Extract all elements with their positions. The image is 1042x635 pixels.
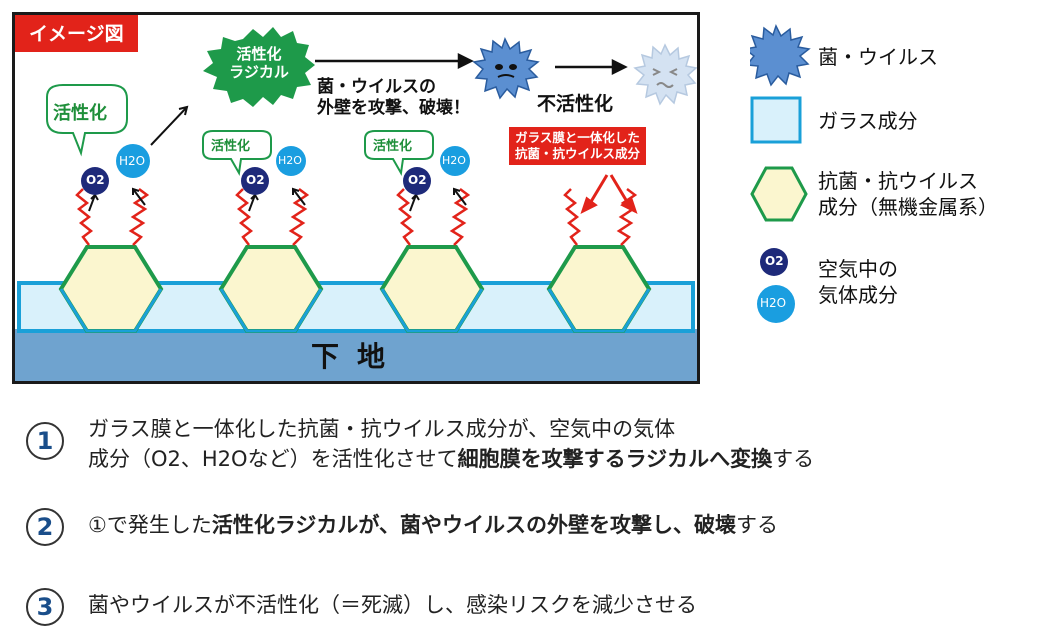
o2-icon [760,248,788,276]
component-callout: ガラス膜と一体化した 抗菌・抗ウイルス成分 [509,127,647,165]
activation-arrows [88,187,467,212]
radical-label: 活性化 ラジカル [229,45,289,81]
attack-text-line2: 外壁を攻撃、破壊！ [317,98,470,118]
wave [563,188,582,246]
legend-label-virus: 菌・ウイルス [818,45,938,69]
step-text: ①で発生した活性化ラジカルが、菌やウイルスの外壁を攻撃し、破壊する [88,513,778,537]
wave [616,188,638,246]
legend-h2o-label: H2O [760,296,787,310]
o2-label: O2 [86,173,105,187]
wave [128,188,150,246]
step-text: ガラス膜と一体化した抗菌・抗ウイルス成分が、空気中の気体 成分（O2、H2Oなど… [88,414,814,474]
glass-layer-icon [750,96,802,144]
legend-label-gas-line2: 気体成分 [818,283,898,307]
h2o-label: H2O [278,154,302,167]
ground-label: 下地 [311,340,404,373]
step-2: 2 ①で発生した活性化ラジカルが、菌やウイルスの外壁を攻撃し、破壊する [26,508,1026,548]
step-3: 3 菌やウイルスが不活性化（＝死滅）し、感染リスクを減少させる [26,588,1026,628]
activation-label-small: 活性化 [211,139,251,154]
legend-icons [750,24,811,323]
legend-label-glass: ガラス成分 [818,109,918,133]
bubble-small [364,130,434,177]
step-1: 1 ガラス膜と一体化した抗菌・抗ウイルス成分が、空気中の気体 成分（O2、H2O… [26,417,1026,486]
o2-label: O2 [408,173,427,187]
wave-group [75,188,638,246]
virus-active-icon [472,37,540,100]
legend-label-component-line2: 成分（無機金属系） [818,195,998,219]
inactivation-label: 不活性化 [537,93,614,115]
virus-inactive-icon [633,43,697,106]
attack-text: 菌・ウイルスの 外壁を攻撃、破壊！ [317,77,470,119]
wave [396,188,415,246]
activation-label-large: 活性化 [53,103,107,124]
wave [449,188,471,246]
step-number: 1 [26,422,64,460]
h2o-molecule [116,144,150,178]
bubble-large [46,84,128,157]
ground-layer [15,329,697,381]
hexagon-icon [750,166,808,222]
red-arrows [580,174,638,214]
callout-line1: ガラス膜と一体化した [515,130,640,145]
radical-burst [203,27,315,107]
h2o-icon [757,285,795,323]
image-tag: イメージ図 [15,15,138,52]
legend-label-component: 抗菌・抗ウイルス 成分（無機金属系） [818,168,998,220]
legend-o2-label: O2 [765,254,784,268]
wave [75,188,94,246]
step-text: 菌やウイルスが不活性化（＝死滅）し、感染リスクを減少させる [88,593,697,617]
o2-molecule [241,167,269,195]
radical-arrow [150,105,189,146]
activation-label-small: 活性化 [373,139,413,154]
h2o-molecule [440,146,470,176]
callout-line2: 抗菌・抗ウイルス成分 [515,146,641,161]
image-diagram: イメージ図 活性化 ラジカル 菌・ウイルスの 外壁を攻撃、破壊！ 不活性化 活性… [12,12,700,384]
step-number: 2 [26,508,64,546]
wave [235,188,254,246]
attack-text-line1: 菌・ウイルスの [317,77,436,97]
legend-label-gas-line1: 空気中の [818,257,898,281]
molecule-set-2 [241,146,306,195]
h2o-molecule [276,146,306,176]
diagram-graphics [15,27,697,381]
virus-icon [750,24,811,87]
top-arrows [315,52,628,76]
bubble-small [202,130,272,177]
step-1-line2: 成分（O2、H2Oなど）を活性化させて細胞膜を攻撃するラジカルへ変換する [88,447,815,471]
molecule-set-3 [403,146,470,195]
o2-label: O2 [246,173,265,187]
step-number: 3 [26,588,64,626]
legend-label-component-line1: 抗菌・抗ウイルス [818,169,978,193]
o2-molecule [81,167,109,195]
h2o-label: H2O [442,154,466,167]
legend-label-gas: 空気中の 気体成分 [818,256,898,308]
h2o-label: H2O [119,154,146,168]
legend: O2 H2O 菌・ウイルス ガラス成分 抗菌・抗ウイルス 成分（無機金属系） 空… [750,24,1030,364]
step-1-line1: ガラス膜と一体化した抗菌・抗ウイルス成分が、空気中の気体 [88,417,676,441]
molecule-set-1 [81,144,150,195]
o2-molecule [403,167,431,195]
wave [288,188,310,246]
